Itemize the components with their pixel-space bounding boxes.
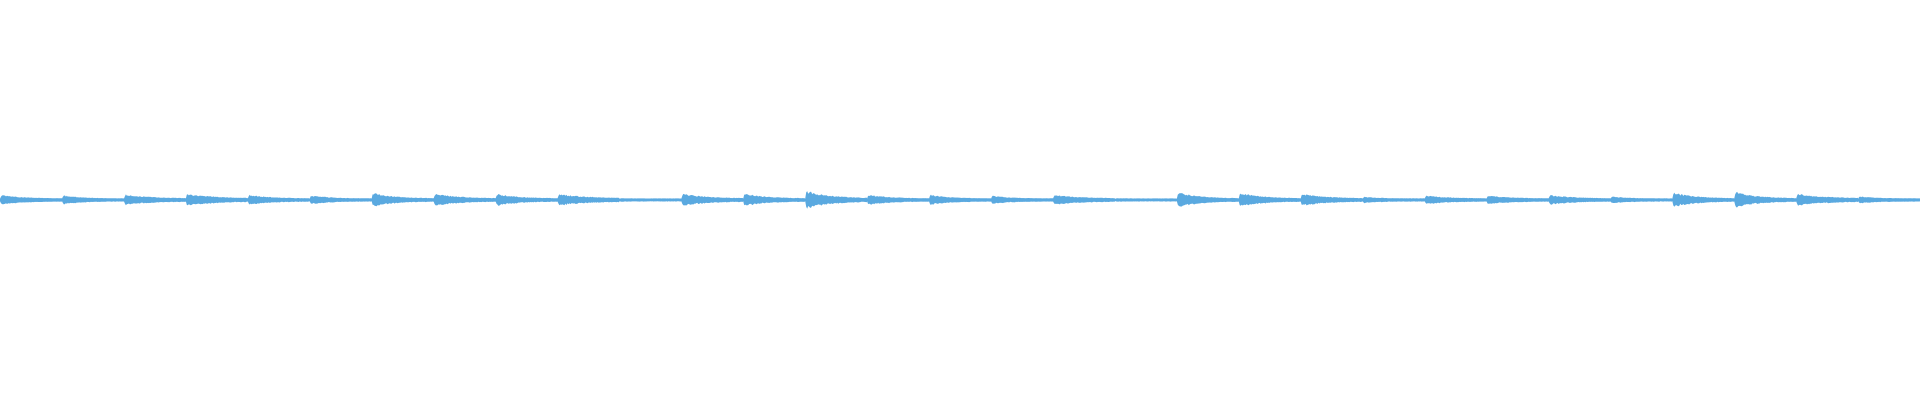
waveform-segment xyxy=(1548,195,1611,205)
waveform-segment xyxy=(1610,196,1673,203)
waveform-segment xyxy=(991,195,1053,204)
waveform-segment xyxy=(557,194,620,206)
waveform-segment xyxy=(1238,193,1301,206)
waveform-segment xyxy=(61,195,124,205)
waveform-segment xyxy=(371,193,434,207)
waveform-segment xyxy=(805,191,868,209)
waveform-segment xyxy=(1300,194,1363,206)
waveform-segment xyxy=(1486,196,1549,204)
waveform-segment xyxy=(1362,196,1425,204)
waveform-segment xyxy=(185,194,248,206)
waveform-segment xyxy=(1176,193,1239,207)
waveform-segment xyxy=(1052,195,1115,205)
waveform-segment xyxy=(433,194,496,206)
waveform-segment xyxy=(495,194,558,206)
waveform-segment xyxy=(309,196,372,204)
waveform-segment xyxy=(1734,191,1797,208)
waveform-segment xyxy=(1424,195,1487,204)
waveform-segment xyxy=(929,194,991,206)
waveform-segment xyxy=(1114,198,1177,202)
waveform-segment xyxy=(743,194,806,206)
waveform-segment xyxy=(1858,196,1920,204)
waveform-segment xyxy=(1672,192,1735,207)
waveform-segment xyxy=(681,193,744,206)
waveform-segment xyxy=(123,194,186,206)
waveform-segment xyxy=(1796,193,1859,206)
waveform-segment xyxy=(247,194,310,205)
waveform-segment xyxy=(0,195,62,205)
waveform-segment xyxy=(867,195,930,205)
waveform-segment xyxy=(619,198,682,202)
